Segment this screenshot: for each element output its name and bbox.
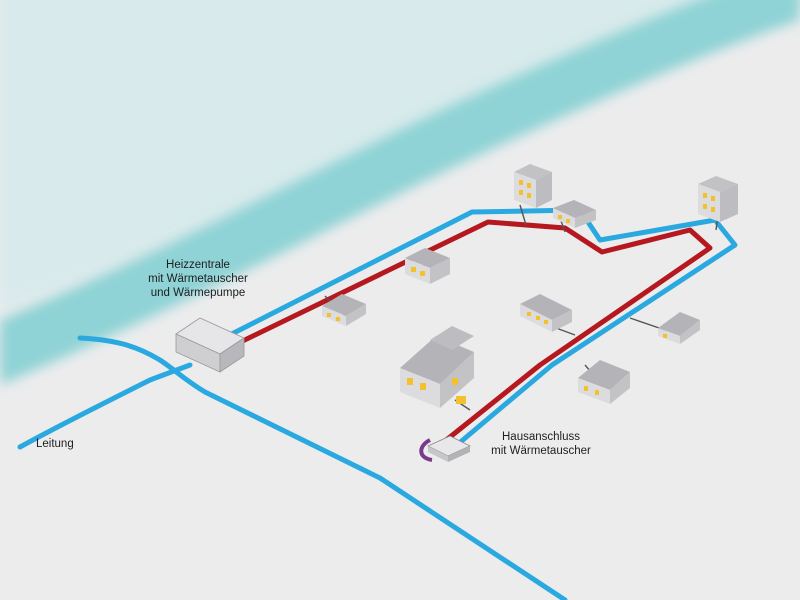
cold-pipe-network: [17, 207, 738, 600]
heizzentrale-label: Heizzentrale mit Wärmetauscher und Wärme…: [128, 258, 268, 300]
house: [578, 360, 630, 404]
supply-main-blue: [207, 207, 738, 458]
hausanschluss-label-line2: mit Wärmetauscher: [491, 445, 591, 457]
heizzentrale-label-line2: mit Wärmetauscher: [148, 273, 248, 285]
hausanschluss-label: Hausanschluss mit Wärmetauscher: [476, 430, 606, 458]
house: [520, 294, 572, 332]
heizzentrale-building: [175, 317, 245, 373]
heizzentrale-label-line1: Heizzentrale: [166, 259, 230, 271]
hausanschluss-label-line1: Hausanschluss: [502, 431, 580, 443]
leitung-label: Leitung: [36, 438, 74, 450]
hausanschluss-unit: [419, 435, 471, 462]
river: [0, 0, 800, 385]
leitung-pipe: [17, 362, 193, 450]
intake-pipe: [77, 335, 568, 600]
house: [553, 200, 596, 228]
large-house: [400, 326, 474, 408]
apartment-block: [698, 176, 738, 222]
hot-pipe-network: [217, 219, 713, 448]
houses: [322, 164, 738, 408]
house: [405, 248, 450, 284]
heizzentrale-label-line3: und Wärmepumpe: [150, 287, 246, 299]
house: [658, 312, 700, 344]
supply-main-red: [217, 219, 713, 448]
apartment-block: [514, 164, 552, 208]
house: [322, 294, 366, 326]
